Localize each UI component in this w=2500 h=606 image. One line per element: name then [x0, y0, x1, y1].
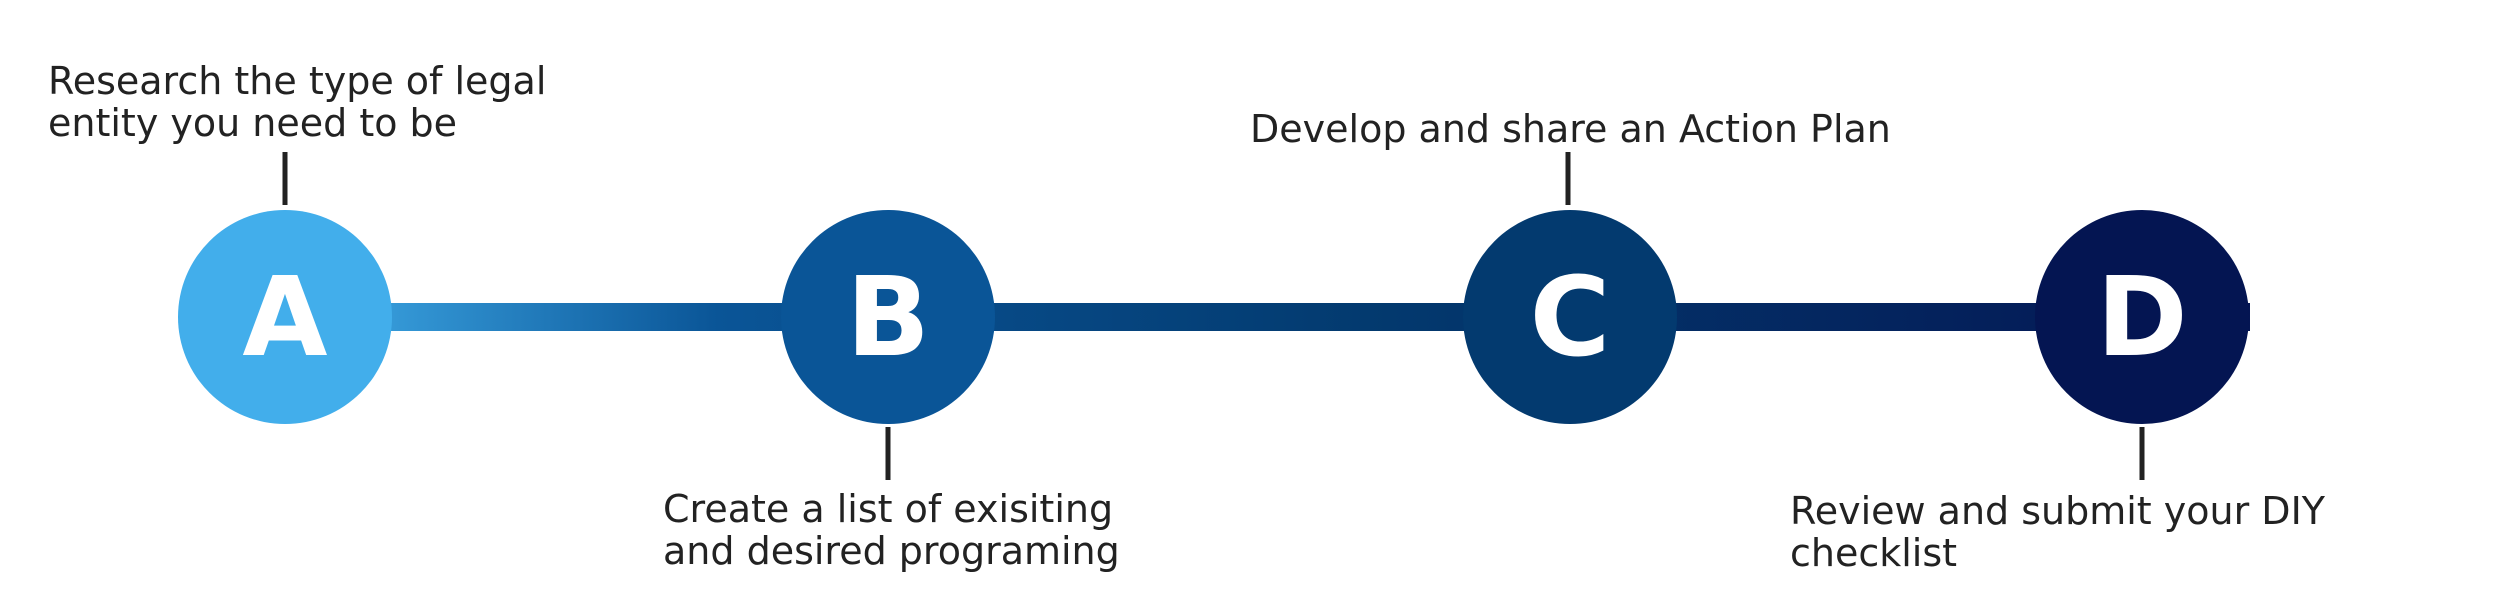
step-c-letter: C [1530, 253, 1611, 381]
step-a-letter: A [242, 253, 327, 381]
progress-bar [285, 303, 2250, 331]
step-d-letter: D [2096, 253, 2187, 381]
step-a-label: Research the type of legal entity you ne… [48, 59, 547, 145]
step-b-letter: B [846, 253, 930, 381]
step-c-node: C [1463, 210, 1677, 424]
step-b-label: Create a list of exisiting and desired p… [663, 487, 1120, 573]
step-b-circle [781, 210, 995, 424]
step-a-circle [178, 210, 392, 424]
step-a-node: A [178, 210, 392, 424]
step-c-label: Develop and share an Action Plan [1250, 107, 1891, 151]
step-d-circle [2035, 210, 2249, 424]
step-c-circle [1463, 210, 1677, 424]
step-b-node: B [781, 210, 995, 424]
step-d-label: Review and submit your DIY checklist [1790, 489, 2325, 575]
step-d-node: D [2035, 210, 2249, 424]
